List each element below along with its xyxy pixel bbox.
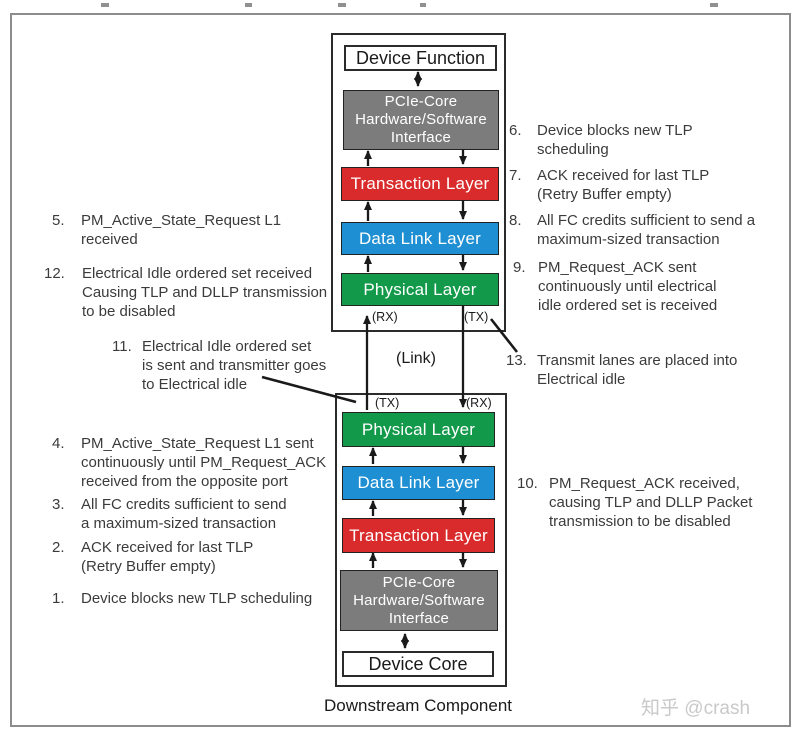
upstream-rx-label: (RX) <box>372 310 398 324</box>
cropped-caption-fragment <box>101 3 109 7</box>
annotation-text: Electrical Idle ordered set received Cau… <box>82 265 328 320</box>
annotation-number: 6. <box>509 122 522 139</box>
annotation-text: PM_Request_ACK received, causing TLP and… <box>549 475 753 530</box>
device-function-label: Device Function <box>355 47 486 68</box>
annotation-text: ACK received for last TLP (Retry Buffer … <box>537 167 710 203</box>
upstream-pcie-core-label: PCIe-Core Hardware/Software Interface <box>355 93 487 146</box>
downstream-component-caption: Downstream Component <box>323 696 513 715</box>
annotation-3: 3. All FC credits sufficient to send a m… <box>52 495 287 533</box>
downstream-pcie-core-box: PCIe-Core Hardware/Software Interface <box>340 570 498 631</box>
annotation-text: Electrical Idle ordered set is sent and … <box>142 338 327 393</box>
upstream-data-link-layer-box: Data Link Layer <box>341 222 499 255</box>
upstream-pcie-core-box: PCIe-Core Hardware/Software Interface <box>343 90 499 150</box>
cropped-caption-fragment <box>338 3 346 7</box>
annotation-text: All FC credits sufficient to send a maxi… <box>81 496 287 532</box>
upstream-transaction-layer-box: Transaction Layer <box>341 167 499 201</box>
annotation-number: 2. <box>52 539 65 556</box>
annotation-number: 12. <box>44 265 65 282</box>
annotation-5: 5. PM_Active_State_Request L1 received <box>52 211 281 249</box>
annotation-4: 4. PM_Active_State_Request L1 sent conti… <box>52 434 326 491</box>
device-core-label: Device Core <box>368 653 468 674</box>
annotation-number: 13. <box>506 352 527 369</box>
downstream-tx-label: (TX) <box>375 396 400 410</box>
annotation-1: 1. Device blocks new TLP scheduling <box>52 589 312 608</box>
annotation-6: 6. Device blocks new TLP scheduling <box>509 121 693 159</box>
annotation-text: PM_Active_State_Request L1 sent continuo… <box>81 435 327 490</box>
device-core-box: Device Core <box>342 651 494 677</box>
upstream-tx-label: (TX) <box>464 310 489 324</box>
upstream-physical-layer-label: Physical Layer <box>363 279 477 299</box>
annotation-13: 13. Transmit lanes are placed into Elect… <box>506 351 737 389</box>
annotation-8: 8. All FC credits sufficient to send a m… <box>509 211 755 249</box>
annotation-text: Device blocks new TLP scheduling <box>537 122 693 158</box>
downstream-transaction-layer-label: Transaction Layer <box>349 525 488 545</box>
annotation-number: 11. <box>112 338 132 355</box>
annotation-text: All FC credits sufficient to send a maxi… <box>537 212 756 248</box>
annotation-12: 12. Electrical Idle ordered set received… <box>44 264 327 321</box>
annotation-number: 3. <box>52 496 65 513</box>
downstream-physical-layer-box: Physical Layer <box>342 412 495 447</box>
downstream-transaction-layer-box: Transaction Layer <box>342 518 495 553</box>
downstream-rx-label: (RX) <box>466 396 492 410</box>
annotation-2: 2. ACK received for last TLP (Retry Buff… <box>52 538 253 576</box>
upstream-physical-layer-box: Physical Layer <box>341 273 499 306</box>
device-function-box: Device Function <box>344 45 497 71</box>
annotation-10: 10. PM_Request_ACK received, causing TLP… <box>517 474 752 531</box>
annotation-number: 9. <box>513 259 526 276</box>
annotation-text: PM_Request_ACK sent continuously until e… <box>538 259 718 314</box>
annotation-11: 11. Electrical Idle ordered set is sent … <box>112 337 326 394</box>
annotation-text: Device blocks new TLP scheduling <box>81 590 313 607</box>
annotation-7: 7. ACK received for last TLP (Retry Buff… <box>509 166 709 204</box>
annotation-number: 7. <box>509 167 522 184</box>
annotation-number: 8. <box>509 212 522 229</box>
cropped-caption-fragment <box>420 3 426 7</box>
cropped-caption-fragment <box>710 3 718 7</box>
annotation-number: 10. <box>517 475 538 492</box>
downstream-pcie-core-label: PCIe-Core Hardware/Software Interface <box>353 573 485 627</box>
upstream-data-link-layer-label: Data Link Layer <box>358 228 482 248</box>
annotation-9: 9. PM_Request_ACK sent continuously unti… <box>513 258 717 315</box>
cropped-caption-fragment <box>245 3 252 7</box>
link-label: (Link) <box>396 350 437 367</box>
downstream-data-link-layer-label: Data Link Layer <box>357 473 480 492</box>
annotation-text: ACK received for last TLP (Retry Buffer … <box>81 539 254 575</box>
annotation-number: 1. <box>52 590 65 607</box>
annotation-text: PM_Active_State_Request L1 received <box>81 212 282 248</box>
annotation-text: Transmit lanes are placed into Electrica… <box>537 352 738 388</box>
annotation-number: 5. <box>52 212 65 229</box>
watermark: 知乎 @crash <box>641 698 751 719</box>
upstream-transaction-layer-label: Transaction Layer <box>350 174 490 193</box>
downstream-physical-layer-label: Physical Layer <box>361 419 476 439</box>
downstream-data-link-layer-box: Data Link Layer <box>342 466 495 500</box>
annotation-number: 4. <box>52 435 65 452</box>
